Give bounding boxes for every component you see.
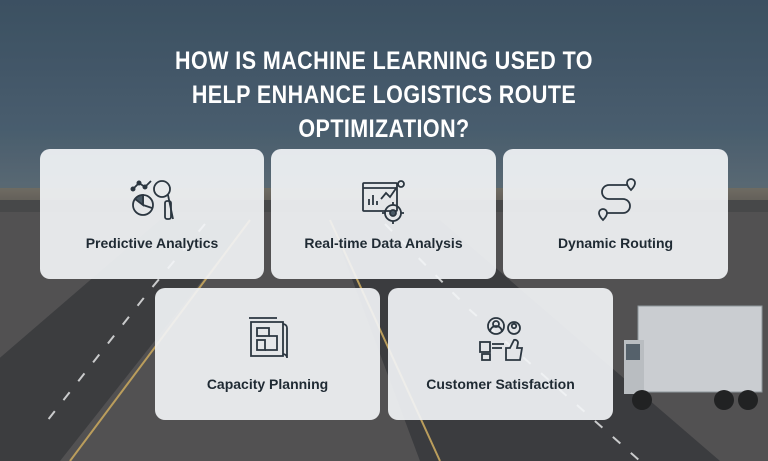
card-label: Capacity Planning (206, 376, 329, 392)
card-predictive-analytics: Predictive Analytics (40, 149, 264, 279)
card-real-time-data-analysis: Real-time Data Analysis (271, 149, 496, 279)
title-line-2: HELP ENHANCE LOGISTICS ROUTE OPTIMIZATIO… (191, 81, 577, 143)
card-dynamic-routing: Dynamic Routing (503, 149, 728, 279)
card-label: Real-time Data Analysis (304, 235, 463, 251)
truck-image (624, 305, 763, 410)
page-title: HOW IS MACHINE LEARNING USED TO HELP ENH… (126, 44, 642, 146)
analytics-magnifier-icon (130, 180, 174, 220)
card-label: Customer Satisfaction (426, 376, 575, 392)
card-label: Predictive Analytics (85, 235, 219, 251)
dashboard-gear-icon (361, 180, 405, 224)
card-label: Dynamic Routing (557, 235, 674, 251)
title-line-1: HOW IS MACHINE LEARNING USED TO (175, 47, 593, 75)
blueprint-plan-icon (248, 317, 288, 359)
route-path-icon (597, 178, 636, 222)
card-customer-satisfaction: Customer Satisfaction (388, 288, 613, 420)
customer-thumbs-up-icon (478, 317, 523, 361)
card-capacity-planning: Capacity Planning (155, 288, 380, 420)
